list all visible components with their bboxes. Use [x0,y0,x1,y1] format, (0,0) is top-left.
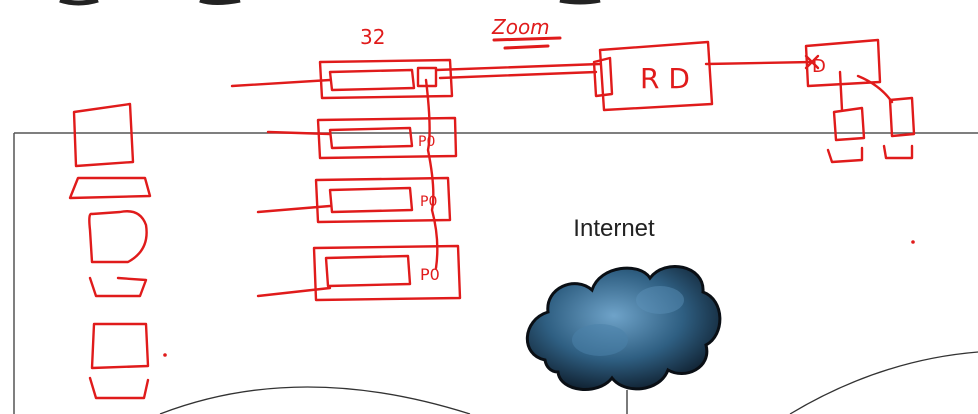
computer-sketch-3 [88,322,150,400]
right-device-sketch [804,38,882,88]
zoom-note: Zoom [491,15,550,39]
lower-network-arcs [159,351,978,414]
svg-text:P0: P0 [420,265,440,284]
switch-ports-note: 32 [360,25,385,49]
hand-drawn-annotations: P0 P0 P0 R D [68,38,916,400]
right-computer-sketch-1 [826,106,866,164]
computer-sketch-1 [68,102,152,200]
zoom-underline [492,36,562,50]
switch-4: P0 [312,244,462,302]
slide-frame [13,0,978,414]
computer-sketch-2 [88,210,148,298]
switch-1 [318,58,454,100]
router-sketch [592,40,714,112]
right-device-label: D [812,56,826,77]
svg-text:P0: P0 [420,194,437,210]
switch-2: P0 [316,116,458,160]
internet-label: Internet [573,215,655,242]
switch-3: P0 [314,176,452,224]
router-label: R D [640,62,690,95]
internet-cloud-icon [525,265,722,391]
svg-text:P0: P0 [418,134,435,150]
right-computer-sketch-2 [882,96,916,160]
